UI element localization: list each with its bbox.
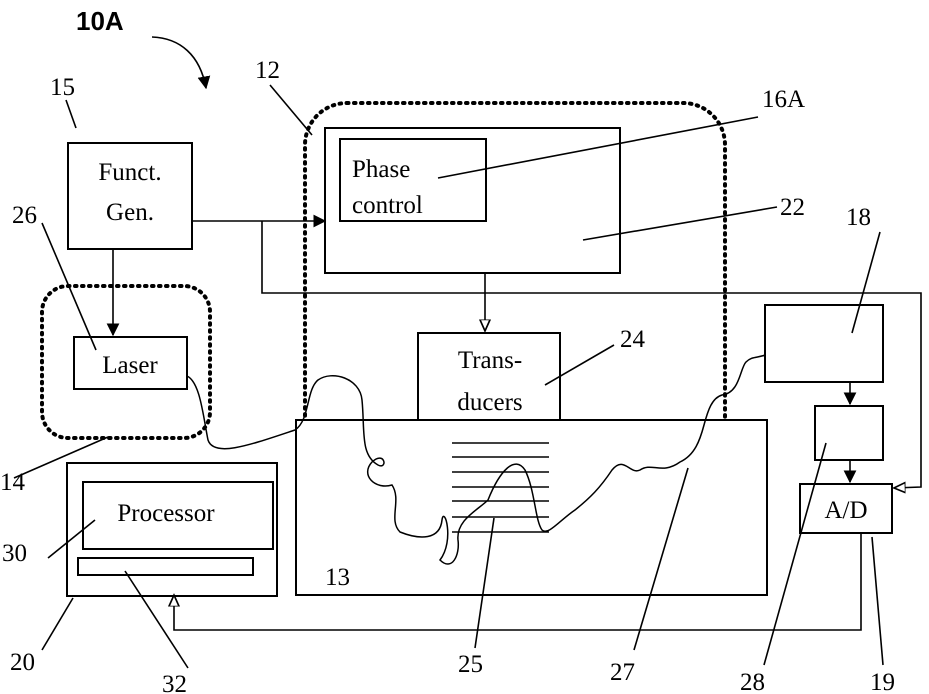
- ref-14: 14: [0, 469, 26, 496]
- ref-25: 25: [458, 651, 483, 678]
- ref-20: 20: [10, 649, 35, 676]
- transducers-label-1: Trans-: [458, 347, 522, 374]
- ref-28: 28: [740, 669, 765, 694]
- function-generator-label-1: Funct.: [98, 159, 161, 186]
- box-18: [765, 305, 883, 382]
- display-bar: [78, 558, 253, 575]
- transducers-label-2: ducers: [457, 389, 522, 416]
- ref-32: 32: [162, 671, 187, 694]
- box-28: [815, 406, 883, 460]
- ad-converter-label: A/D: [824, 497, 867, 524]
- ref-13: 13: [325, 564, 350, 591]
- ref-26: 26: [12, 202, 37, 229]
- ref-22: 22: [780, 194, 805, 221]
- ref-19: 19: [870, 669, 895, 694]
- ref-30: 30: [2, 540, 27, 567]
- ref-12: 12: [255, 57, 280, 84]
- ref-18: 18: [846, 204, 871, 231]
- phase-control-label-1: Phase: [352, 156, 410, 183]
- figure-title: 10A: [76, 6, 124, 36]
- ref-16a: 16A: [762, 86, 805, 113]
- laser-label: Laser: [102, 352, 158, 379]
- ref-27: 27: [610, 659, 635, 686]
- title-pointer-arrow: [152, 37, 206, 88]
- ref-24: 24: [620, 326, 646, 353]
- phase-control-label-2: control: [352, 192, 423, 219]
- ref-15: 15: [50, 74, 75, 101]
- function-generator-label-2: Gen.: [106, 199, 154, 226]
- processor-label: Processor: [117, 500, 215, 527]
